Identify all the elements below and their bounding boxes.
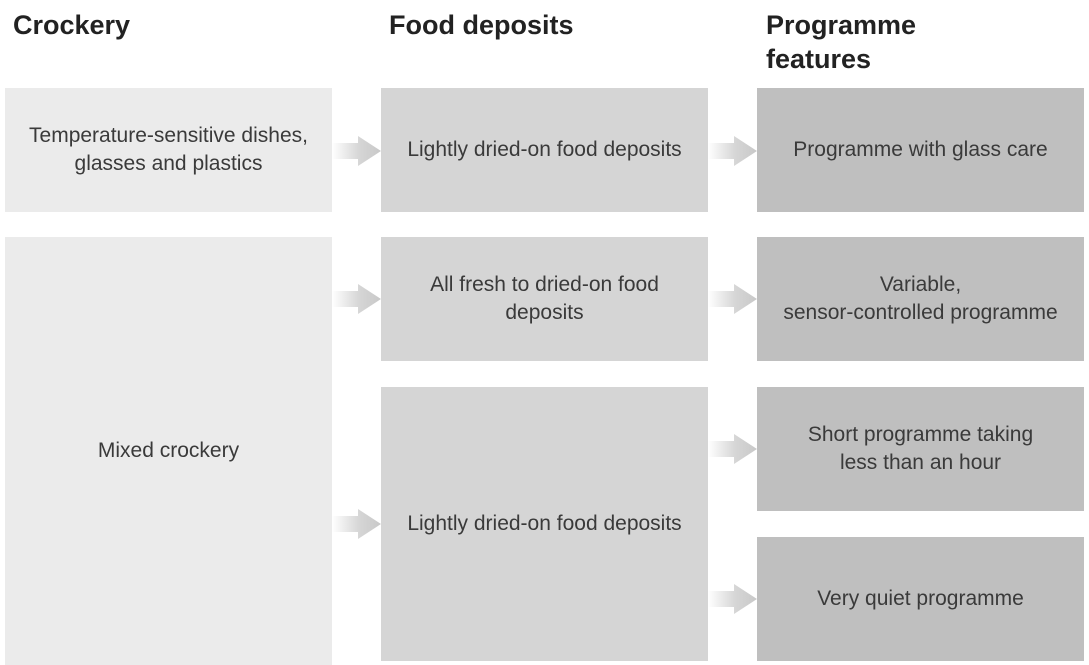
deposits-lightly-dried-1: Lightly dried-on food deposits [381, 88, 708, 212]
arrow-icon [708, 584, 757, 614]
deposits-lightly-dried-2: Lightly dried-on food deposits [381, 387, 708, 661]
heading-food-deposits: Food deposits [389, 10, 574, 40]
arrow-icon [332, 509, 381, 539]
heading-crockery: Crockery [13, 10, 131, 40]
programme-variable-sensor: Variable, sensor-controlled programme [757, 237, 1084, 361]
programme-variable-sensor-label: Variable, sensor-controlled programme [783, 273, 1058, 324]
crockery-mixed: Mixed crockery [5, 237, 332, 665]
programme-short-label: Short programme taking less than an hour [807, 423, 1034, 474]
programme-very-quiet: Very quiet programme [757, 537, 1084, 661]
crockery-temperature-sensitive-label: Temperature-sensitive dishes, glasses an… [29, 124, 308, 175]
deposits-lightly-dried-1-label: Lightly dried-on food deposits [407, 138, 682, 161]
deposits-all-fresh: All fresh to dried-on food deposits [381, 237, 708, 361]
programme-short: Short programme taking less than an hour [757, 387, 1084, 511]
arrow-icon [708, 136, 757, 166]
deposits-all-fresh-label: All fresh to dried-on food deposits [430, 273, 659, 324]
arrow-icon [708, 284, 757, 314]
programme-glass-care-label: Programme with glass care [793, 138, 1048, 161]
heading-programme-features: Programme features [766, 10, 917, 74]
programme-glass-care: Programme with glass care [757, 88, 1084, 212]
crockery-mixed-label: Mixed crockery [97, 439, 240, 462]
arrow-icon [708, 434, 757, 464]
crockery-temperature-sensitive: Temperature-sensitive dishes, glasses an… [5, 88, 332, 212]
programme-very-quiet-label: Very quiet programme [817, 587, 1024, 610]
arrow-icon [332, 284, 381, 314]
deposits-lightly-dried-2-label: Lightly dried-on food deposits [407, 512, 682, 535]
arrow-icon [332, 136, 381, 166]
